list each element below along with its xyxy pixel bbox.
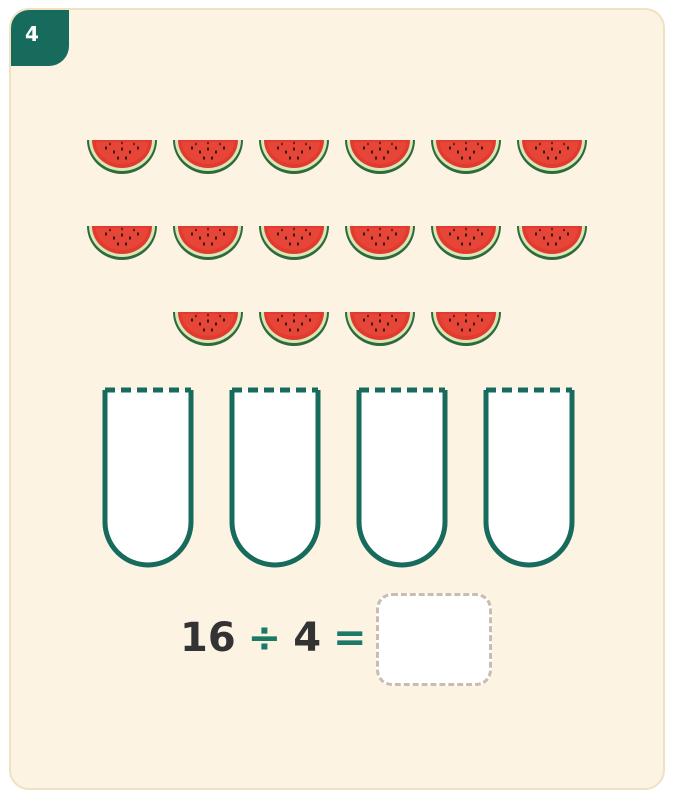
- group-bin-3[interactable]: [355, 386, 449, 568]
- divide-sign: ÷: [248, 615, 282, 661]
- equals-sign: =: [333, 615, 367, 661]
- division-equation: 16 ÷ 4 =: [180, 613, 379, 663]
- question-number: 4: [25, 22, 39, 46]
- group-bin-4[interactable]: [482, 386, 576, 568]
- question-number-badge: 4: [9, 8, 69, 66]
- group-bin-1[interactable]: [101, 386, 195, 568]
- group-bin-2[interactable]: [228, 386, 322, 568]
- divisor: 4: [293, 615, 321, 661]
- dividend: 16: [180, 615, 236, 661]
- answer-input-box[interactable]: [376, 593, 492, 686]
